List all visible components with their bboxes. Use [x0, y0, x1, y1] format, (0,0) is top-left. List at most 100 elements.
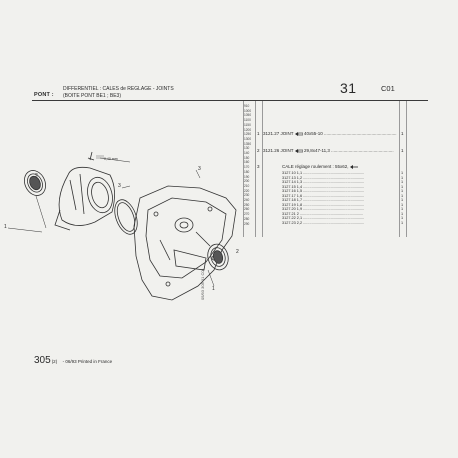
callout-label: 3 [198, 166, 201, 172]
list-item: 3127.10 1,1 ............................… [282, 171, 365, 175]
seal-symbol-icon [294, 131, 303, 136]
serial-entry: 910 [244, 104, 250, 108]
callout-label: 2 [35, 173, 38, 179]
list-item-qty: 1 [401, 171, 404, 175]
serial-entry: 200 [244, 179, 250, 184]
list-item-qty: 1 [401, 202, 404, 207]
header-rule [32, 100, 428, 101]
list-item-qty: 1 [401, 193, 404, 198]
callout-label: 3 [118, 183, 121, 189]
serial-entry: 230 [244, 193, 250, 198]
list-item-qty: 1 [401, 221, 404, 226]
footer: 305(2) - 06/93 Printed in France [34, 350, 112, 368]
list-item: 3127.21 2 ..............................… [282, 211, 364, 216]
list-item: 3127.15 1,4 ............................… [282, 184, 365, 189]
serial-entry: 1000 [244, 108, 252, 113]
shim-qty-column: 1 1 1 1 1 1 1 1 1 1 1 1 [401, 171, 403, 226]
serial-entry: 1200 [244, 127, 252, 132]
callout-label: 1 [4, 224, 7, 230]
part-ref: 3121.27 JOINT [263, 131, 294, 136]
section-code: C01 [381, 84, 395, 93]
list-item-qty: 1 [401, 189, 404, 194]
dimension-label: 0,40 mm [104, 157, 118, 161]
list-item-qty: 1 [401, 216, 404, 221]
leader-lines [7, 157, 215, 287]
list-item-qty: 1 [401, 184, 404, 189]
serial-entry: 280 [244, 216, 250, 221]
list-item-qty: 1 [401, 180, 404, 185]
serial-entry: 150 [244, 155, 250, 160]
part-line: 3121.26 JOINT 29,8x47-11,3 .............… [263, 148, 394, 153]
list-item: 3127.18 1,7 ............................… [282, 198, 365, 203]
shim-symbol-icon [349, 164, 358, 169]
serial-entry: 190 [244, 174, 250, 179]
list-item: 3127.16 1,5 ............................… [282, 189, 365, 194]
serial-entry: 270 [244, 212, 250, 217]
serial-column: 910 1000 1050 1100 1150 1200 1250 1300 1… [244, 104, 256, 226]
row-qty: 1 [401, 131, 404, 136]
part-spec: 40x55-10 [303, 131, 323, 136]
leader-dots: ........................................… [324, 131, 397, 136]
serial-entry: 260 [244, 207, 250, 212]
list-item: 3127.13 1,2 ............................… [282, 175, 365, 180]
list-item-qty: 1 [401, 198, 404, 203]
row-number: 2 [257, 148, 260, 153]
seal-ring-right [207, 243, 229, 271]
serial-entry: 170 [244, 165, 250, 170]
column-divider [255, 101, 256, 237]
part-line: 3121.27 JOINT 40x55-10 .................… [263, 131, 397, 136]
section-number: 31 [340, 80, 357, 96]
serial-entry: 1300 [244, 136, 252, 141]
row-qty: 1 [401, 148, 404, 153]
header-title: DIFFERENTIEL : CALES de REGLAGE - JOINTS… [63, 86, 174, 99]
footer-suffix: (2) [51, 359, 58, 364]
column-divider [406, 101, 407, 237]
list-item-qty: 1 [401, 211, 404, 216]
serial-entry: 1150 [244, 122, 251, 127]
shim-heading: CALE réglage roulement : 55x62, [282, 164, 358, 169]
serial-entry: 130 [244, 146, 250, 151]
list-item: 3127.20 1,9 ............................… [282, 207, 365, 212]
serial-entry: 1250 [244, 132, 252, 137]
serial-entry: 210 [244, 183, 250, 188]
list-item: 3127.14 1,3 ............................… [282, 180, 365, 185]
column-divider [262, 101, 263, 237]
column-divider [399, 101, 400, 237]
leader-dots: ........................................… [331, 148, 394, 153]
list-item: 3127.19 1,8 ............................… [282, 202, 365, 207]
seal-ring-left [24, 170, 46, 196]
serial-entry: 1350 [244, 141, 252, 146]
serial-entry: 240 [244, 198, 250, 203]
column-divider [243, 101, 244, 237]
dimension-marks [96, 155, 104, 159]
serial-entry: 220 [244, 188, 250, 193]
seal-symbol-icon [294, 148, 303, 153]
header-title-line: (BOITE PONT BE1 ; BE3) [63, 92, 121, 99]
footer-model: 305 [34, 355, 51, 366]
callout-label: 1 [212, 286, 215, 292]
shim-list: 3127.10 1,1 ............................… [282, 171, 364, 226]
serial-entry: 290 [244, 221, 250, 226]
header-label: PONT : [34, 92, 54, 98]
header-title-line: DIFFERENTIEL : CALES de REGLAGE - JOINTS [63, 86, 174, 92]
footer-note: - 06/93 Printed in France [62, 359, 113, 364]
gearbox-housing [133, 185, 237, 301]
bell-housing [54, 151, 115, 231]
serial-entry: 1100 [244, 118, 251, 123]
serial-entry: 160 [244, 160, 250, 165]
serial-entry: 250 [244, 202, 250, 207]
list-item: 3127.22 2,1 ............................… [282, 216, 365, 221]
serial-entry: 180 [244, 169, 250, 174]
o-ring [114, 199, 138, 235]
part-spec: 29,8x47-11,3 [303, 148, 330, 153]
callout-label: 2 [236, 249, 239, 255]
list-item-qty: 1 [401, 175, 404, 180]
list-item: 3127.17 1,6 ............................… [282, 193, 365, 198]
row-number: 3 [257, 164, 260, 169]
list-item: 3127.23 2,2 ............................… [282, 221, 365, 226]
serial-entry: 140 [244, 151, 250, 156]
list-item-qty: 1 [401, 207, 404, 212]
part-ref: 3121.26 JOINT [263, 148, 294, 153]
